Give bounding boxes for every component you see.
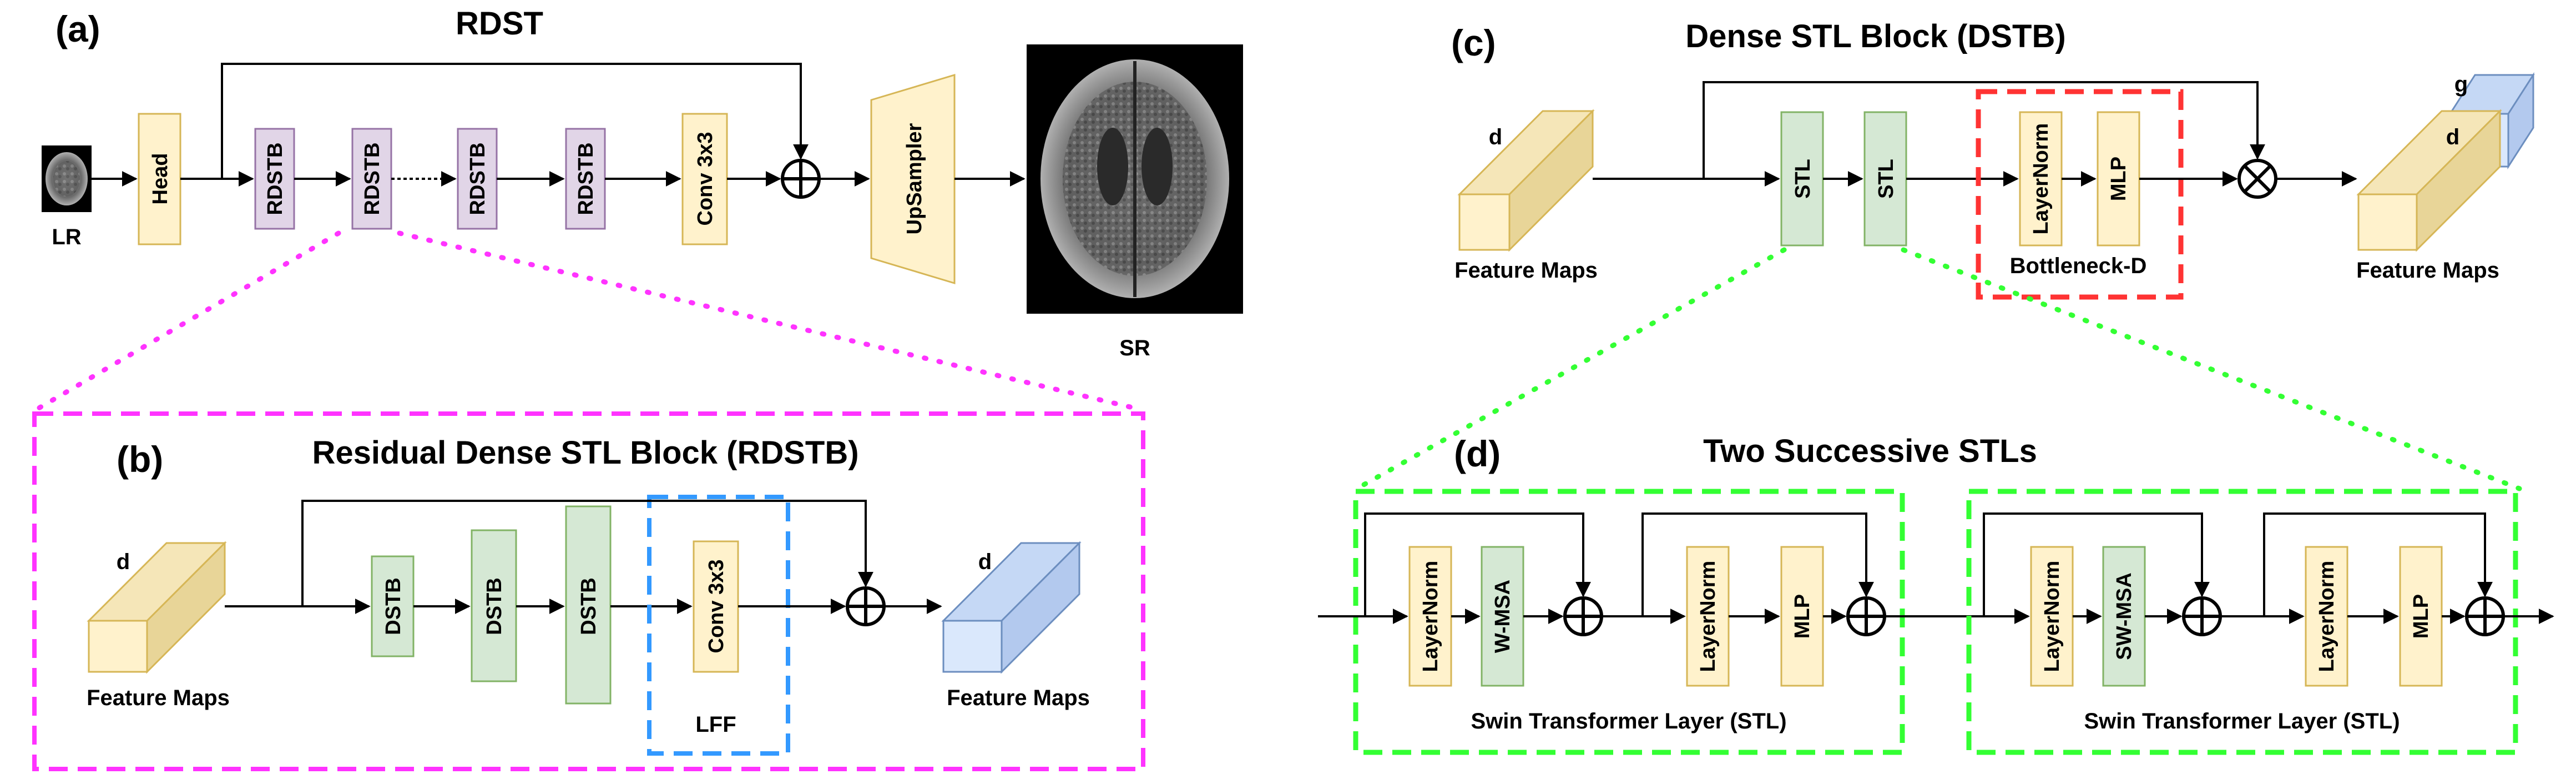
conv-block-a: Conv 3x3 <box>681 113 728 245</box>
sum-node-d3 <box>2182 596 2222 636</box>
feature-maps-output-b <box>941 541 1082 674</box>
svg-text:MLP: MLP <box>2410 594 2433 639</box>
panel-c: (c) Dense STL Block (DSTB) d Feature Map… <box>1451 18 2535 300</box>
svg-text:MLP: MLP <box>2107 157 2130 201</box>
svg-text:Conv 3x3: Conv 3x3 <box>705 560 728 654</box>
svg-text:DSTB: DSTB <box>483 577 506 635</box>
feature-maps-output-c <box>2356 72 2535 252</box>
output-d-c: d <box>2446 125 2459 149</box>
feature-maps-input-c <box>1457 109 1595 252</box>
panel-d-tag: (d) <box>1454 433 1501 474</box>
layernorm-block-d1: LayerNorm <box>1408 546 1452 687</box>
panel-b-title: Residual Dense STL Block (RDSTB) <box>312 435 858 471</box>
lff-label: LFF <box>695 712 736 737</box>
svg-text:LayerNorm: LayerNorm <box>2315 561 2338 672</box>
svg-text:LayerNorm: LayerNorm <box>1696 561 1720 672</box>
output-label-b: Feature Maps <box>947 686 1090 710</box>
stl-block-2: STL <box>1863 111 1907 247</box>
svg-text:LayerNorm: LayerNorm <box>2040 561 2064 672</box>
svg-text:RDSTB: RDSTB <box>361 143 384 215</box>
input-d-b: d <box>117 550 130 574</box>
rdstb-block-3: RDSTB <box>457 128 498 230</box>
layernorm-block-c: LayerNorm <box>2019 111 2063 247</box>
dstb-block-3: DSTB <box>565 505 612 705</box>
svg-text:SW-MSA: SW-MSA <box>2113 572 2136 660</box>
mlp-block-d1: MLP <box>1780 546 1824 687</box>
layernorm-block-d2: LayerNorm <box>1686 546 1730 687</box>
panel-a-tag: (a) <box>55 8 100 49</box>
svg-text:RDSTB: RDSTB <box>466 143 489 215</box>
sum-node-d4 <box>2465 596 2505 636</box>
output-d-b: d <box>978 550 992 574</box>
sum-node-d2 <box>1846 596 1886 636</box>
wmsa-block-d1: W-MSA <box>1481 546 1524 687</box>
swmsa-block-d: SW-MSA <box>2102 546 2146 687</box>
layernorm-block-d4: LayerNorm <box>2305 546 2348 687</box>
rdstb-block-2: RDSTB <box>351 128 392 230</box>
mlp-block-c: MLP <box>2097 111 2140 247</box>
output-g-c: g <box>2454 72 2468 97</box>
conv-block-b: Conv 3x3 <box>693 540 739 673</box>
input-label-b: Feature Maps <box>87 686 230 710</box>
rdstb-block-1: RDSTB <box>254 128 295 230</box>
panel-a-title: RDST <box>456 6 543 42</box>
sr-image <box>1027 44 1243 314</box>
sum-node-a <box>781 159 821 199</box>
sr-label: SR <box>1119 336 1150 360</box>
svg-text:LayerNorm: LayerNorm <box>1419 561 1442 672</box>
svg-text:UpSampler: UpSampler <box>903 123 926 234</box>
svg-text:DSTB: DSTB <box>577 577 600 635</box>
svg-text:LayerNorm: LayerNorm <box>2029 123 2053 235</box>
panel-c-tag: (c) <box>1451 22 1496 63</box>
output-label-c: Feature Maps <box>2356 258 2499 283</box>
stl-label-1: Swin Transformer Layer (STL) <box>1471 709 1786 733</box>
layernorm-block-d3: LayerNorm <box>2030 546 2074 687</box>
rdstb-block-4: RDSTB <box>565 128 606 230</box>
lr-label: LR <box>52 225 81 249</box>
head-block: Head <box>138 113 181 245</box>
stl-block-1: STL <box>1780 111 1824 247</box>
svg-text:RDSTB: RDSTB <box>264 143 287 215</box>
svg-text:Head: Head <box>149 153 172 205</box>
svg-text:STL: STL <box>1791 159 1815 199</box>
feature-maps-input-b <box>87 541 227 674</box>
input-d-c: d <box>1489 125 1502 149</box>
svg-text:RDSTB: RDSTB <box>574 143 598 215</box>
dstb-block-2: DSTB <box>471 529 517 682</box>
svg-text:W-MSA: W-MSA <box>1491 580 1514 653</box>
panel-a: (a) RDST LR Head RDSTB RDSTB <box>42 6 1243 360</box>
svg-text:MLP: MLP <box>1791 594 1814 639</box>
svg-text:DSTB: DSTB <box>382 577 405 635</box>
panel-b-tag: (b) <box>117 439 163 480</box>
mlp-block-d2: MLP <box>2399 546 2443 687</box>
panel-b: (b) Residual Dense STL Block (RDSTB) d F… <box>32 411 1145 771</box>
sum-node-b <box>846 586 886 626</box>
sum-node-d1 <box>1563 596 1603 636</box>
upsampler-block: UpSampler <box>870 73 956 285</box>
lr-image <box>42 145 92 212</box>
input-label-c: Feature Maps <box>1454 258 1598 283</box>
panel-c-title: Dense STL Block (DSTB) <box>1685 18 2065 54</box>
svg-text:STL: STL <box>1875 159 1898 199</box>
stl-label-2: Swin Transformer Layer (STL) <box>2084 709 2400 733</box>
svg-text:Conv 3x3: Conv 3x3 <box>694 132 717 226</box>
multiply-node-c <box>2237 159 2277 199</box>
panel-d-title: Two Successive STLs <box>1703 433 2037 469</box>
panel-d: (d) Two Successive STLs LayerNorm W-MSA … <box>1318 433 2554 755</box>
dstb-block-1: DSTB <box>371 555 415 657</box>
bottleneck-label: Bottleneck-D <box>2010 254 2147 278</box>
